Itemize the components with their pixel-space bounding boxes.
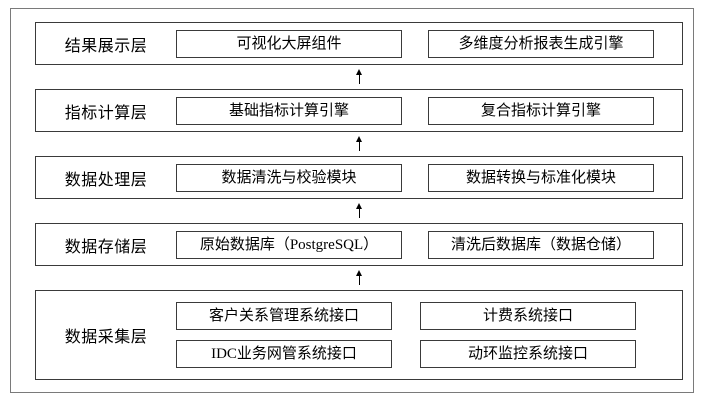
up-arrow-icon (355, 269, 362, 285)
box-visualization-screen-component: 可视化大屏组件 (176, 29, 402, 58)
layer-data-collection: 数据采集层 客户关系管理系统接口 计费系统接口 IDC业务网管系统接口 动环监控… (35, 290, 683, 380)
box-data-transform-standardize: 数据转换与标准化模块 (428, 163, 654, 192)
up-arrow-icon (355, 135, 362, 151)
layer-data-storage: 数据存储层 原始数据库（PostgreSQL） 清洗后数据库（数据仓储） (35, 223, 683, 266)
layer-boxes-indicator-calculation: 基础指标计算引擎 复合指标计算引擎 (176, 96, 682, 125)
box-composite-indicator-engine: 复合指标计算引擎 (428, 96, 654, 125)
flow-gap-1 (35, 65, 683, 89)
box-cleaned-database-warehouse: 清洗后数据库（数据仓储） (428, 230, 654, 259)
box-idc-network-mgmt-interface: IDC业务网管系统接口 (176, 340, 392, 368)
flow-gap-3 (35, 199, 683, 223)
layer-data-processing: 数据处理层 数据清洗与校验模块 数据转换与标准化模块 (35, 156, 683, 199)
box-data-cleaning-validation: 数据清洗与校验模块 (176, 163, 402, 192)
layer-label-data-collection: 数据采集层 (64, 329, 148, 346)
box-env-monitoring-interface: 动环监控系统接口 (420, 340, 636, 368)
diagram-outer-frame: 结果展示层 可视化大屏组件 多维度分析报表生成引擎 指标计算层 基础指标计算引擎… (10, 8, 694, 393)
box-crm-system-interface: 客户关系管理系统接口 (176, 302, 392, 330)
layer-boxes-result-display: 可视化大屏组件 多维度分析报表生成引擎 (176, 29, 682, 58)
box-multidimension-report-engine: 多维度分析报表生成引擎 (428, 29, 654, 58)
box-raw-database-postgresql: 原始数据库（PostgreSQL） (176, 230, 402, 259)
box-basic-indicator-engine: 基础指标计算引擎 (176, 96, 402, 125)
flow-gap-4 (35, 266, 683, 290)
layer-label-data-processing: 数据处理层 (64, 171, 148, 189)
layer-boxes-data-storage: 原始数据库（PostgreSQL） 清洗后数据库（数据仓储） (176, 230, 682, 259)
layer-boxes-data-collection: 客户关系管理系统接口 计费系统接口 IDC业务网管系统接口 动环监控系统接口 (176, 302, 682, 368)
layer-boxes-data-processing: 数据清洗与校验模块 数据转换与标准化模块 (176, 163, 682, 192)
up-arrow-icon (355, 202, 362, 218)
layer-result-display: 结果展示层 可视化大屏组件 多维度分析报表生成引擎 (35, 22, 683, 65)
up-arrow-icon (355, 68, 362, 84)
layer-indicator-calculation: 指标计算层 基础指标计算引擎 复合指标计算引擎 (35, 89, 683, 132)
flow-gap-2 (35, 132, 683, 156)
box-billing-system-interface: 计费系统接口 (420, 302, 636, 330)
layer-label-result-display: 结果展示层 (64, 37, 148, 55)
layer-label-data-storage: 数据存储层 (64, 238, 148, 256)
layer-label-indicator-calculation: 指标计算层 (64, 104, 148, 122)
